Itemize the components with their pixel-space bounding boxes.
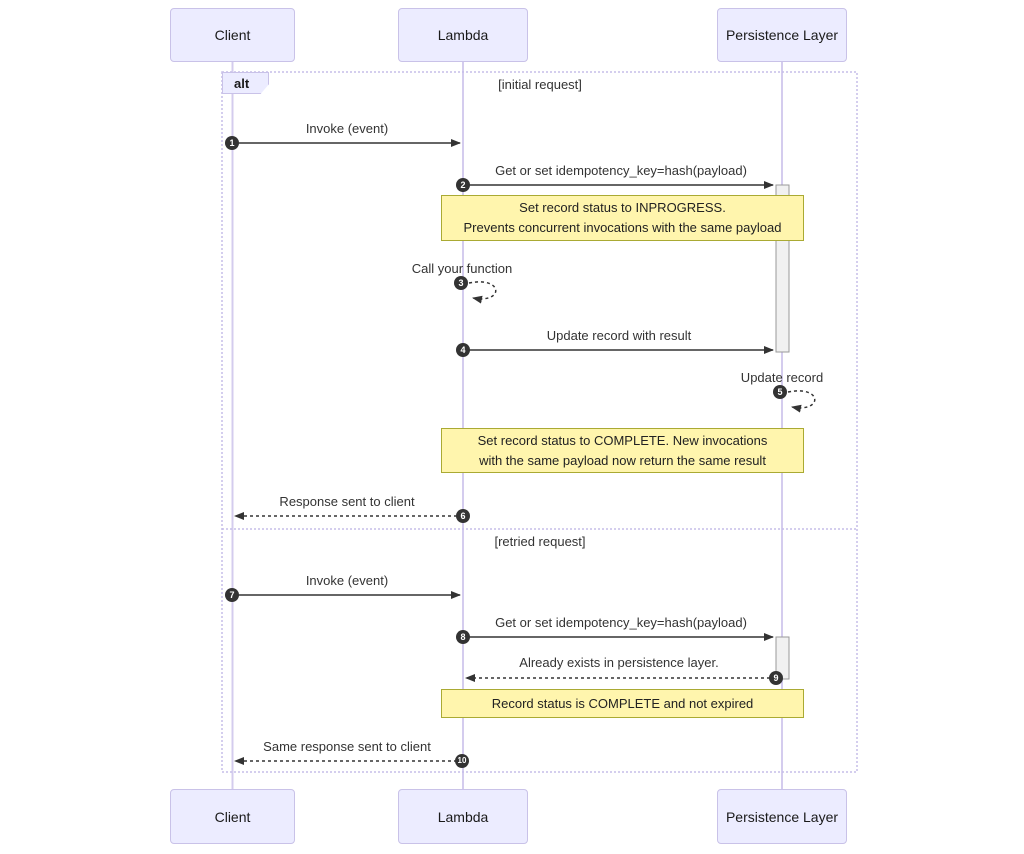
note-line: Record status is COMPLETE and not expire… xyxy=(491,695,754,711)
step-number-1: 1 xyxy=(225,136,239,150)
step-number-10: 10 xyxy=(455,754,469,768)
note-line: Set record status to COMPLETE. New invoc… xyxy=(477,432,768,448)
actor-label: Lambda xyxy=(437,27,489,43)
alt-section-label-initial: [initial request] xyxy=(498,77,582,92)
step-number-6: 6 xyxy=(456,509,470,523)
note-line: Prevents concurrent invocations with the… xyxy=(463,220,782,235)
actor-box-persistence-bottom: Persistence Layer xyxy=(717,789,847,844)
message-label-6: Response sent to client xyxy=(279,494,415,509)
message-label-2: Get or set idempotency_key=hash(payload) xyxy=(495,163,747,178)
alt-frame-label: alt xyxy=(222,72,269,94)
message-label-10: Same response sent to client xyxy=(263,739,431,754)
actor-label: Client xyxy=(214,27,251,43)
note-line: with the same payload now return the sam… xyxy=(479,452,766,468)
message-arrow-3-self-loop xyxy=(468,281,497,304)
step-number-8: 8 xyxy=(456,630,470,644)
note-line: Set record status to INPROGRESS. xyxy=(519,200,726,215)
actor-label: Lambda xyxy=(437,808,489,825)
step-number-3: 3 xyxy=(454,276,468,290)
message-label-9: Already exists in persistence layer. xyxy=(519,655,719,670)
message-label-1: Invoke (event) xyxy=(305,121,389,136)
message-label-3: Call your function xyxy=(411,261,513,276)
step-number-9: 9 xyxy=(769,671,783,685)
step-number-2: 2 xyxy=(456,178,470,192)
step-number-7: 7 xyxy=(225,588,239,602)
message-label-8: Get or set idempotency_key=hash(payload) xyxy=(495,615,747,630)
alt-section-label-retried: [retried request] xyxy=(494,534,586,549)
note-inprogress: Set record status to INPROGRESS. Prevent… xyxy=(441,195,804,241)
actor-box-persistence-top: Persistence Layer xyxy=(717,8,847,62)
note-complete: Set record status to COMPLETE. New invoc… xyxy=(441,428,804,473)
alt-frame xyxy=(221,71,858,773)
actor-box-lambda-top: Lambda xyxy=(398,8,528,62)
message-label-4: Update record with result xyxy=(546,328,692,343)
step-number-5: 5 xyxy=(773,385,787,399)
actor-label: Persistence Layer xyxy=(725,27,839,43)
alt-frame-label-text: alt xyxy=(234,75,250,91)
actor-box-client-top: Client xyxy=(170,8,295,62)
message-label-7: Invoke (event) xyxy=(305,573,389,588)
actor-label: Persistence Layer xyxy=(725,808,839,825)
actor-box-lambda-bottom: Lambda xyxy=(398,789,528,844)
actor-label: Client xyxy=(214,808,251,825)
step-number-4: 4 xyxy=(456,343,470,357)
actor-box-client-bottom: Client xyxy=(170,789,295,844)
note-not-expired: Record status is COMPLETE and not expire… xyxy=(441,689,804,718)
message-arrow-5-self-loop xyxy=(787,390,816,413)
message-label-5: Update record xyxy=(740,370,824,385)
